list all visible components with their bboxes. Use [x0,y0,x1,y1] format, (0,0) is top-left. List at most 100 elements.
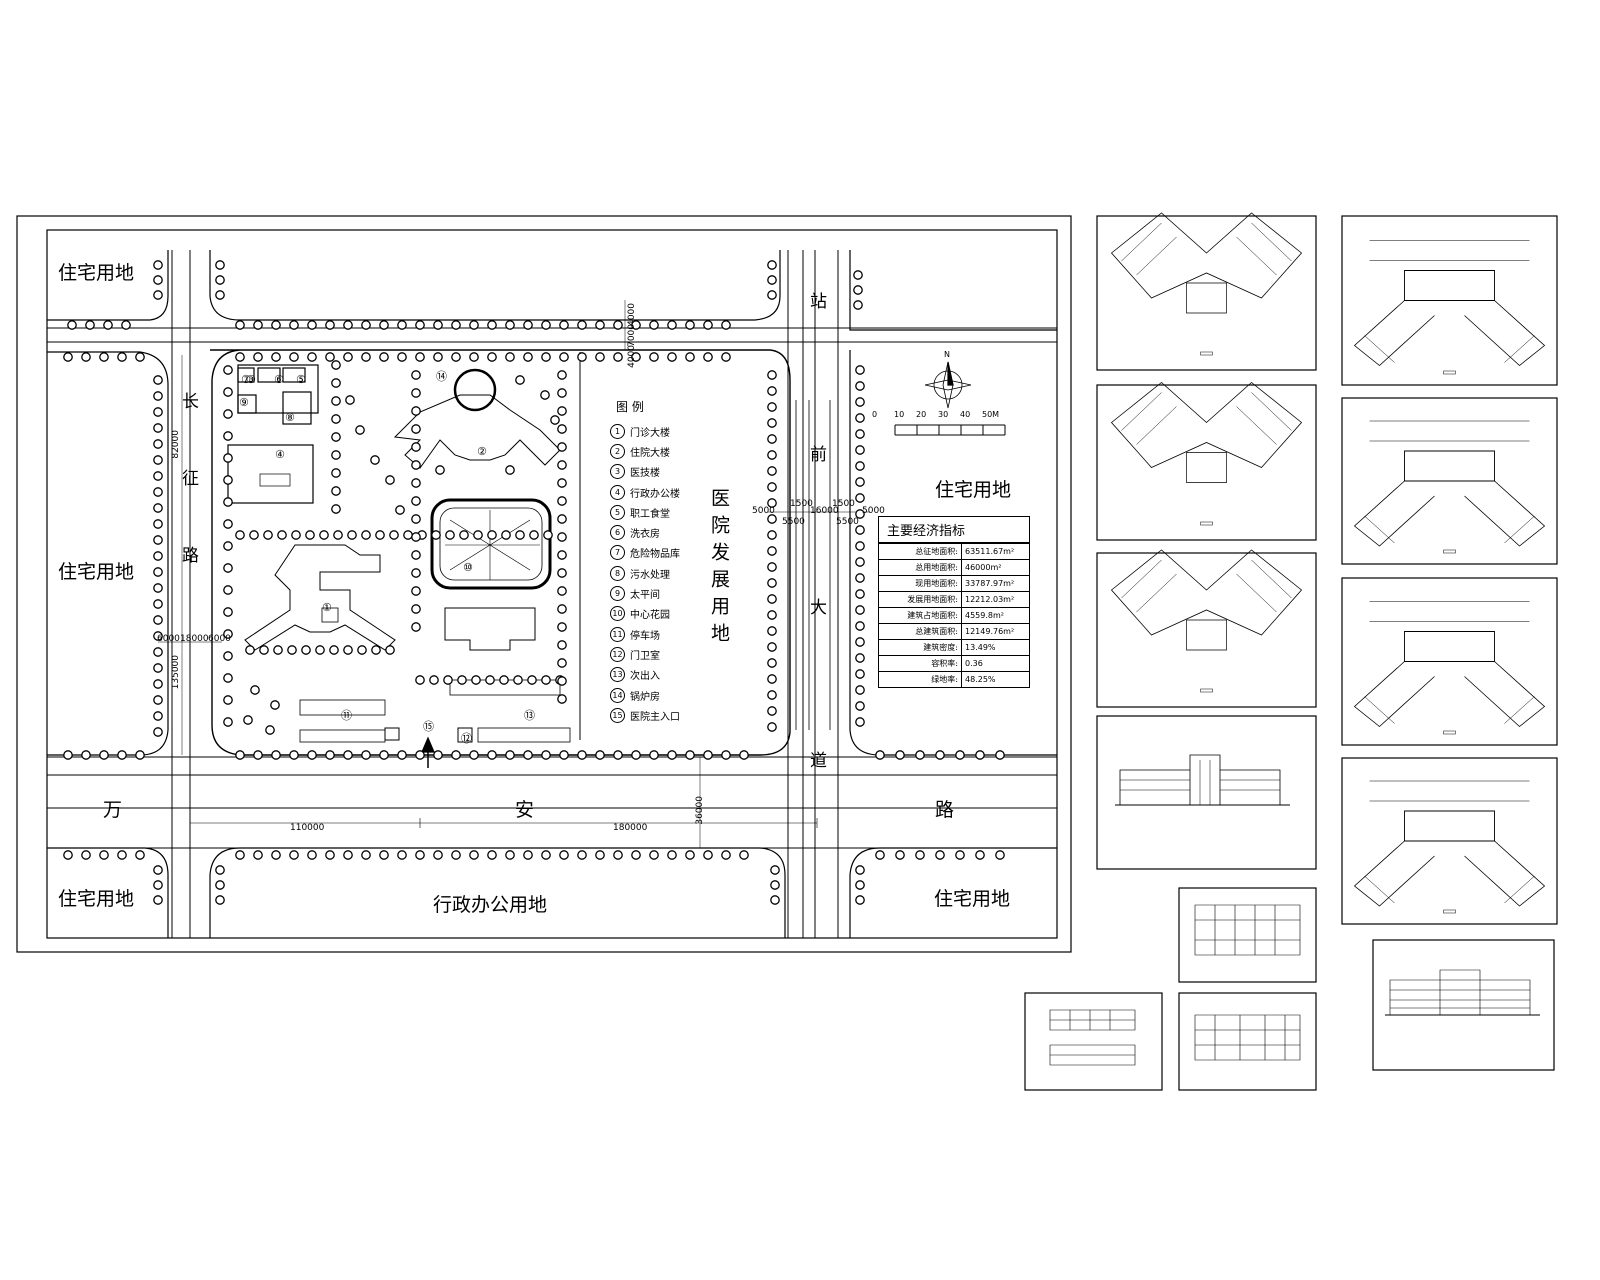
tree [505,465,515,475]
tree [343,645,353,655]
label-residential-e: 住宅用地 [935,479,1012,501]
tree [649,320,659,330]
tree [499,675,509,685]
legend-item-label: 门诊大楼 [630,427,670,439]
tree [577,850,587,860]
tree [649,352,659,362]
tree [527,675,537,685]
tree [721,750,731,760]
tree [557,460,567,470]
tree [385,645,395,655]
road-name-west: 长征路 [178,392,198,623]
tree [595,352,605,362]
elevation-sheet [1096,715,1317,870]
tree [307,850,317,860]
tree [223,431,233,441]
tree [505,850,515,860]
building-mark: ⑮ [423,720,434,733]
tree [855,685,865,695]
tree [469,850,479,860]
tree [121,320,131,330]
tree [975,850,985,860]
tree [523,352,533,362]
tree [595,850,605,860]
tree [485,675,495,685]
legend-item-number: 8 [610,565,625,581]
tree [557,658,567,668]
tree [371,645,381,655]
tree [343,850,353,860]
legend-item-number: 12 [610,646,625,662]
tree [855,865,865,875]
tree [223,365,233,375]
tree [739,850,749,860]
tree [523,750,533,760]
dim-36000: 36000 [695,796,705,825]
tree [379,352,389,362]
legend-item-label: 住院大楼 [630,447,670,459]
tree [307,320,317,330]
legend-item-label: 污水处理 [630,569,670,581]
tree [685,850,695,860]
block-se [849,847,1057,938]
tree [557,442,567,452]
tree [855,429,865,439]
tree [117,750,127,760]
tree [469,352,479,362]
tree [153,275,163,285]
tree [855,605,865,615]
legend-item-label: 洗衣房 [630,529,660,541]
tree [767,594,777,604]
tree [667,352,677,362]
tree [289,750,299,760]
floor-plan-sheet [1341,577,1558,746]
tree [315,645,325,655]
tree [577,320,587,330]
tree [995,850,1005,860]
tree [855,637,865,647]
sheet-linework [1369,420,1530,442]
building-mark: ⑪ [341,709,352,722]
tree [667,850,677,860]
tree [265,725,275,735]
tree [767,260,777,270]
tree [135,850,145,860]
tree [331,486,341,496]
tree [433,352,443,362]
tree [767,674,777,684]
scale-tick-label: 0 [872,410,878,419]
tree [955,750,965,760]
tree [223,673,233,683]
tree [557,622,567,632]
tree [153,407,163,417]
tree [557,370,567,380]
tree [253,850,263,860]
tree [855,573,865,583]
tree [215,895,225,905]
tree [277,530,287,540]
tree [215,275,225,285]
tree [397,352,407,362]
tree [249,530,259,540]
tree [875,750,885,760]
road-name-south-2: 安 [515,799,535,821]
tree [541,320,551,330]
sheet-linework [1404,631,1495,662]
detail-plan-sheet [1178,887,1317,983]
tree [875,850,885,860]
admin-office-building [227,444,314,504]
tree [613,352,623,362]
tree [895,850,905,860]
tree [81,750,91,760]
tree [81,850,91,860]
tree [361,530,371,540]
tree [153,471,163,481]
tree [855,397,865,407]
legend-item: 8 污水处理 [610,563,680,583]
floor-plan-sheet [1341,215,1558,386]
tree [331,432,341,442]
tree [223,475,233,485]
